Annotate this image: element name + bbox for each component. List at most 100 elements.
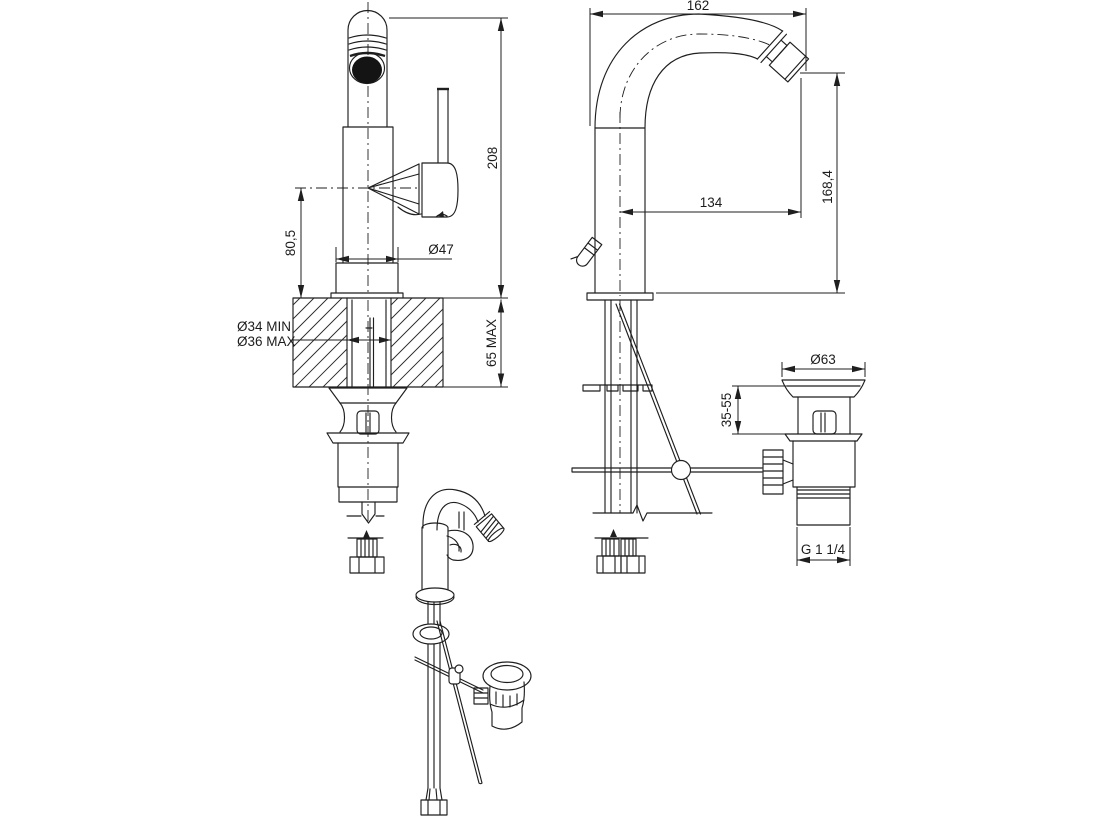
aerator-body xyxy=(768,41,810,83)
hatch-pattern-right xyxy=(390,297,444,388)
dim-label-hole-min: Ø34 MIN xyxy=(237,319,291,334)
p-hose-nut xyxy=(420,799,448,816)
dim-label-thread-size: G 1 1/4 xyxy=(801,542,846,557)
p-spout-outer xyxy=(422,488,486,529)
drain-dimensions: Ø63 35-55 G 1 1/4 xyxy=(719,352,866,566)
dim-arrow xyxy=(379,336,391,344)
handle-body xyxy=(421,162,459,218)
aerator-neck xyxy=(765,39,788,63)
supply-hoses xyxy=(604,299,638,514)
waste-thread-tail xyxy=(796,486,851,526)
threaded-shank xyxy=(351,299,387,388)
p-popup-rod xyxy=(436,620,483,785)
p-drain-coupling xyxy=(473,687,489,705)
aerator-ring-heavy xyxy=(349,51,386,58)
p-hose-thread xyxy=(425,787,443,801)
popup-rod-diagonal xyxy=(615,303,702,515)
drain-detail-view: Ø63 35-55 G 1 1/4 xyxy=(719,352,866,566)
spout-tube xyxy=(347,10,388,128)
waste-lower-flange xyxy=(784,433,863,442)
p-handle-inner xyxy=(446,535,462,553)
connector-tip xyxy=(363,530,370,538)
dim-label-overall-depth: 162 xyxy=(687,0,710,13)
hose-connector-2 xyxy=(620,538,637,557)
base-plate xyxy=(330,292,404,299)
hatch-pattern-left xyxy=(292,297,348,388)
rod-ball-joint xyxy=(670,459,692,481)
p-aerator-face xyxy=(487,527,505,543)
drain-cylinder xyxy=(337,442,399,503)
p-drain-flange-inner xyxy=(490,664,524,684)
dim-label-flange-diameter: Ø63 xyxy=(810,352,836,367)
hose-thread-connector xyxy=(356,538,378,558)
p-rod-knob xyxy=(454,664,464,674)
drain-flange xyxy=(326,432,410,444)
connector-tip xyxy=(610,529,617,537)
break-symbol xyxy=(592,504,713,522)
hose-connector-1 xyxy=(601,538,620,557)
p-aerator xyxy=(473,510,505,543)
aerator-ring xyxy=(348,40,387,45)
dim-label-spout-reach: 134 xyxy=(700,195,723,210)
drain-waist xyxy=(339,402,397,433)
side-under-counter xyxy=(571,299,763,574)
dim-label-outlet-height: 168,4 xyxy=(820,170,835,204)
aerator-ring xyxy=(348,46,387,51)
side-spout-inner xyxy=(644,52,759,129)
handle-cone xyxy=(367,163,420,215)
side-spout-outer xyxy=(594,13,784,129)
p-base-flange-lip xyxy=(415,596,455,606)
drain-tailpipe xyxy=(361,501,376,524)
p-spout-inner xyxy=(436,501,479,531)
waste-flange xyxy=(781,379,866,398)
dim-label-total-height: 208 xyxy=(485,147,500,170)
popup-rod xyxy=(365,317,375,388)
aerator-ring xyxy=(348,34,387,39)
perspective-view xyxy=(412,488,532,816)
base-escutcheon xyxy=(335,262,399,294)
side-aerator xyxy=(756,30,810,83)
dim-label-hole-max: Ø36 MAX xyxy=(237,334,296,349)
hose-nut-2 xyxy=(620,555,646,574)
lever-tip xyxy=(570,255,579,260)
aerator-outlet xyxy=(352,56,382,84)
dim-label-spout-center-height: 80,5 xyxy=(283,230,298,256)
dim-label-height-range: 35-55 xyxy=(719,393,734,428)
faucet-body xyxy=(342,126,394,264)
drain-slot xyxy=(356,410,380,435)
front-dimensions: 208 65 MAX 80,5 Ø47 Ø34 MIN Ø36 MAX xyxy=(237,17,508,388)
p-handle xyxy=(446,529,474,561)
hose-nut-1 xyxy=(596,555,622,574)
dim-label-base-diameter: Ø47 xyxy=(428,242,454,257)
dim-label-deck-thickness: 65 MAX xyxy=(484,319,499,367)
handle-stem xyxy=(437,89,449,164)
p-mounting-ring-inner xyxy=(419,626,443,640)
drain-slot-lines xyxy=(365,412,371,433)
drain-escutcheon xyxy=(328,387,408,404)
dim-arrow xyxy=(386,255,398,263)
handle-mark xyxy=(437,211,444,217)
aerator-joint-lines xyxy=(756,30,788,64)
p-base-flange xyxy=(415,587,455,603)
p-aerator-body xyxy=(473,510,505,542)
front-view: 208 65 MAX 80,5 Ø47 Ø34 MIN Ø36 MAX xyxy=(237,2,508,574)
dim-arrow xyxy=(347,336,359,344)
rod-coupling-nut xyxy=(762,449,784,495)
countertop-outline xyxy=(292,297,444,388)
p-drain-body xyxy=(489,681,525,730)
side-spout-centerline xyxy=(619,33,773,119)
side-base-plate xyxy=(586,292,654,301)
p-body xyxy=(421,522,449,593)
handle-cone-curve xyxy=(397,206,422,216)
side-lever xyxy=(570,236,603,267)
hose-hex-nut xyxy=(349,556,385,574)
mounting-hole-walls xyxy=(346,297,392,388)
popup-rod-horizontal xyxy=(571,467,763,473)
waste-waist xyxy=(797,396,851,435)
lever-body xyxy=(575,236,603,267)
side-dimensions: 162 168,4 134 xyxy=(589,0,845,294)
side-view: 162 168,4 134 xyxy=(570,0,845,574)
p-spout-back-edge xyxy=(458,511,465,531)
